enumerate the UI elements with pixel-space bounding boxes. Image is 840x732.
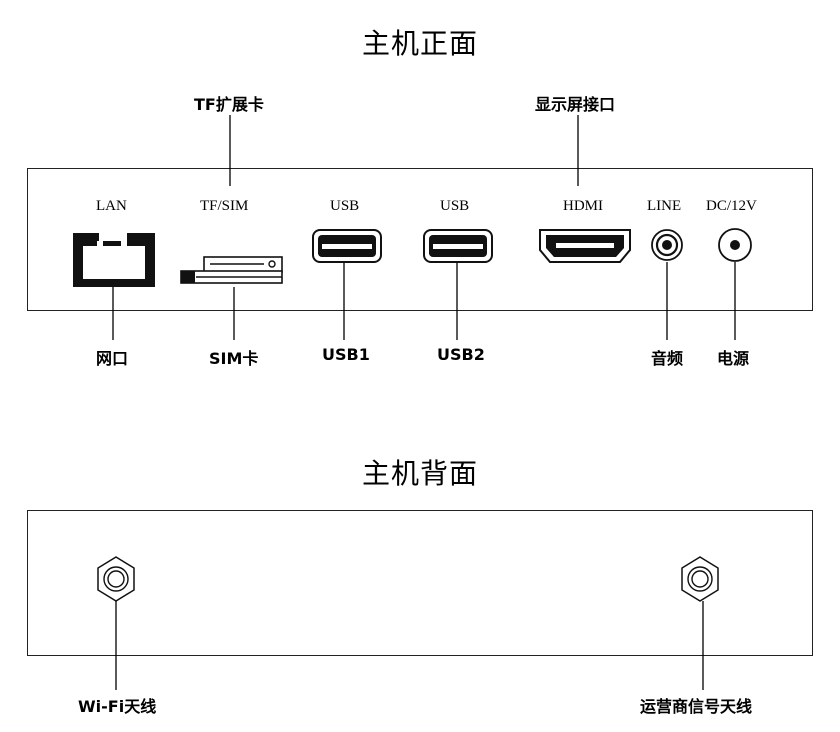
port-label-tfsim: TF/SIM [200, 198, 249, 214]
callout-usb1: USB1 [322, 345, 370, 364]
audio-jack-icon [651, 229, 683, 261]
callout-sim: SIM卡 [209, 349, 259, 368]
port-label-usb-2: USB [440, 198, 470, 214]
wifi-antenna-connector-icon [97, 556, 135, 602]
port-label-line: LINE [647, 198, 682, 214]
port-label-usb-1: USB [330, 198, 360, 214]
port-label-lan: LAN [96, 198, 127, 214]
callout-display-port: 显示屏接口 [535, 95, 616, 114]
port-label-dc: DC/12V [706, 198, 757, 214]
front-title: 主机正面 [361, 27, 478, 60]
tfsim-slot-icon [180, 256, 283, 284]
hdmi-port-icon [539, 229, 631, 263]
port-label-hdmi: HDMI [563, 198, 603, 214]
usb-port-2-icon [423, 229, 493, 263]
callout-power: 电源 [717, 349, 750, 368]
callout-tf-card: TF扩展卡 [194, 95, 264, 114]
back-title: 主机背面 [361, 457, 478, 490]
callout-audio: 音频 [651, 349, 684, 368]
front-panel [27, 168, 813, 311]
callout-lan: 网口 [96, 349, 129, 368]
back-panel [27, 510, 813, 656]
usb-port-1-icon [312, 229, 382, 263]
callout-usb2: USB2 [437, 345, 485, 364]
callout-cellular-antenna: 运营商信号天线 [640, 697, 753, 716]
lan-port-icon [73, 233, 155, 287]
dc-power-jack-icon [718, 228, 752, 262]
callout-wifi-antenna: Wi-Fi天线 [78, 697, 157, 716]
cellular-antenna-connector-icon [681, 556, 719, 602]
